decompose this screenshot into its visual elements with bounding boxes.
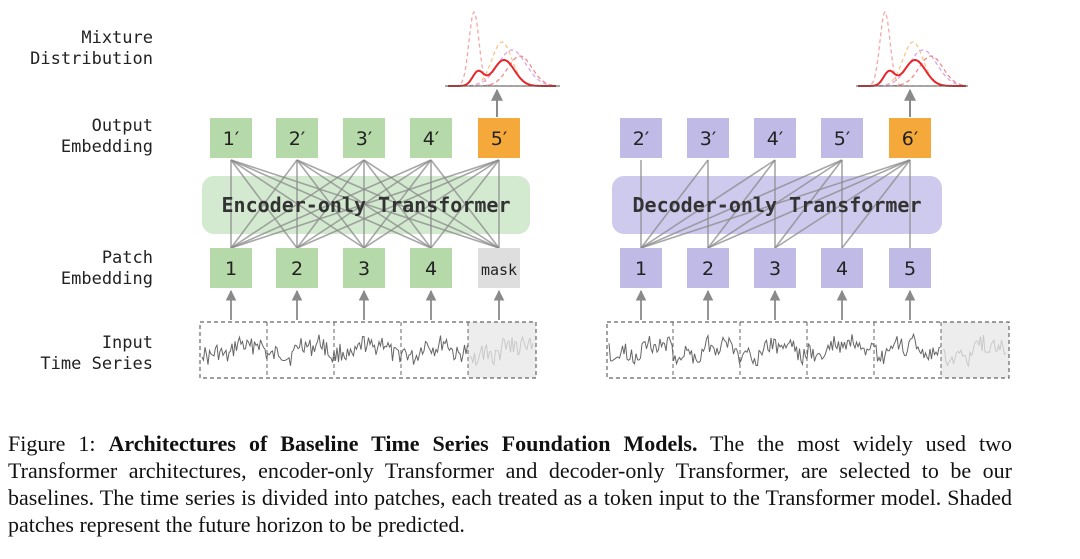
dec-output-box-5	[889, 118, 931, 158]
dec-output-label-4: 5′	[834, 128, 850, 150]
enc-patch-label-5: mask	[481, 261, 517, 279]
enc-patch-box-3	[343, 248, 385, 288]
enc-output-label-4: 4′	[423, 128, 439, 150]
dec-patch-box-2	[687, 248, 729, 288]
enc-patch-box-4	[410, 248, 452, 288]
caption-title: Architectures of Baseline Time Series Fo…	[108, 431, 698, 456]
encoder-mixture-distribution	[445, 10, 560, 117]
encoder-time-series	[199, 321, 537, 379]
distribution-component-1	[448, 10, 556, 87]
enc-connection	[296, 159, 500, 249]
label-mixture-distribution: Mixture Distribution	[30, 28, 153, 69]
dec-connection	[774, 159, 843, 249]
label-output-embedding: Output Embedding	[60, 116, 153, 157]
dec-patch-label-3: 3	[769, 258, 781, 280]
enc-connection	[230, 159, 365, 249]
dec-output-box-2	[687, 118, 729, 158]
label-patch-embedding: Patch Embedding	[60, 248, 153, 289]
dec-connection	[841, 159, 911, 249]
figure-caption: Figure 1: Architectures of Baseline Time…	[8, 430, 1012, 538]
enc-patch-label-4: 4	[425, 258, 437, 280]
encoder-series-frame	[199, 321, 537, 379]
dec-output-label-1: 2′	[633, 128, 649, 150]
dec-patch-box-5	[889, 248, 931, 288]
encoder-input-arrows	[225, 289, 505, 320]
enc-connection	[230, 159, 432, 249]
encoder-future-series-line	[469, 335, 534, 367]
decoder-input-arrows	[635, 289, 916, 320]
decoder-patch-dividers	[672, 322, 942, 378]
enc-output-label-2: 2′	[289, 128, 305, 150]
distribution-component-2	[448, 41, 556, 87]
dec-output-label-3: 4′	[767, 128, 783, 150]
decoder-future-series-line	[942, 335, 1007, 368]
label-input-time-series: Input Time Series	[40, 333, 153, 374]
dec-output-box-3	[754, 118, 796, 158]
enc-patch-box-1	[210, 248, 252, 288]
enc-output-box-2	[276, 118, 318, 158]
caption-prefix: Figure 1:	[8, 431, 109, 456]
decoder-output-row: 2′ 3′ 4′ 5′ 6′	[620, 118, 931, 158]
enc-output-box-1	[210, 118, 252, 158]
encoder-output-row: 1′ 2′ 3′ 4′ 5′	[210, 118, 520, 158]
encoder-patch-row: 1 2 3 4 mask	[210, 248, 520, 288]
enc-patch-label-3: 3	[358, 258, 370, 280]
dec-patch-label-4: 4	[836, 258, 848, 280]
dec-connection	[707, 159, 776, 249]
enc-output-box-4	[410, 118, 452, 158]
dec-patch-box-4	[821, 248, 863, 288]
enc-connection	[230, 159, 298, 249]
enc-patch-box-5	[478, 248, 520, 288]
decoder-transformer-label: Decoder-only Transformer	[633, 193, 922, 217]
dec-patch-label-1: 1	[635, 258, 647, 280]
encoder-transformer-label: Encoder-only Transformer	[222, 193, 511, 217]
dec-output-box-4	[821, 118, 863, 158]
enc-patch-box-2	[276, 248, 318, 288]
dec-connection	[640, 159, 709, 249]
dec-patch-box-1	[620, 248, 662, 288]
encoder-patch-dividers	[266, 322, 469, 378]
enc-connection	[430, 159, 500, 249]
enc-connection	[363, 159, 500, 249]
distribution-component-3	[448, 49, 556, 87]
enc-output-box-5	[478, 118, 520, 158]
dec-output-label-5: 6′	[902, 128, 918, 150]
decoder-panel: Decoder-only Transformer 2′ 3′ 4′ 5′ 6′ 1 2 3 4…	[606, 10, 1010, 379]
enc-patch-label-2: 2	[291, 258, 303, 280]
distribution-component-2	[858, 41, 966, 87]
caption-body: The the most widely used two Transformer…	[8, 431, 1012, 537]
decoder-time-series	[606, 321, 1010, 379]
enc-patch-label-1: 1	[225, 258, 237, 280]
encoder-future-shade	[468, 322, 536, 378]
enc-output-label-3: 3′	[356, 128, 372, 150]
decoder-mixture-distribution	[856, 10, 968, 117]
decoder-patch-row: 1 2 3 4 5	[620, 248, 931, 288]
enc-output-box-3	[343, 118, 385, 158]
dec-output-box-1	[620, 118, 662, 158]
encoder-connections	[230, 159, 500, 249]
dec-patch-label-2: 2	[702, 258, 714, 280]
decoder-connections	[640, 159, 911, 249]
mixture-curve	[858, 58, 966, 87]
enc-output-label-5: 5′	[491, 128, 507, 150]
dec-patch-box-3	[754, 248, 796, 288]
encoder-series-line	[201, 334, 468, 366]
encoder-panel: Encoder-only Transformer 1′ 2′ 3′ 4′ 5′ 1 2 3 4…	[199, 10, 560, 379]
enc-connection	[230, 159, 500, 249]
architecture-diagram: Encoder-only Transformer 1′ 2′ 3′ 4′ 5′ 1 2 3 4…	[199, 10, 1010, 379]
dec-output-label-2: 3′	[700, 128, 716, 150]
decoder-future-shade	[941, 322, 1009, 378]
decoder-series-line	[608, 332, 941, 367]
decoder-transformer-band	[612, 176, 942, 234]
decoder-series-frame	[606, 321, 1010, 379]
dec-patch-label-5: 5	[904, 258, 916, 280]
distribution-component-3	[858, 49, 967, 87]
enc-output-label-1: 1′	[223, 128, 239, 150]
distribution-component-1	[858, 10, 966, 87]
